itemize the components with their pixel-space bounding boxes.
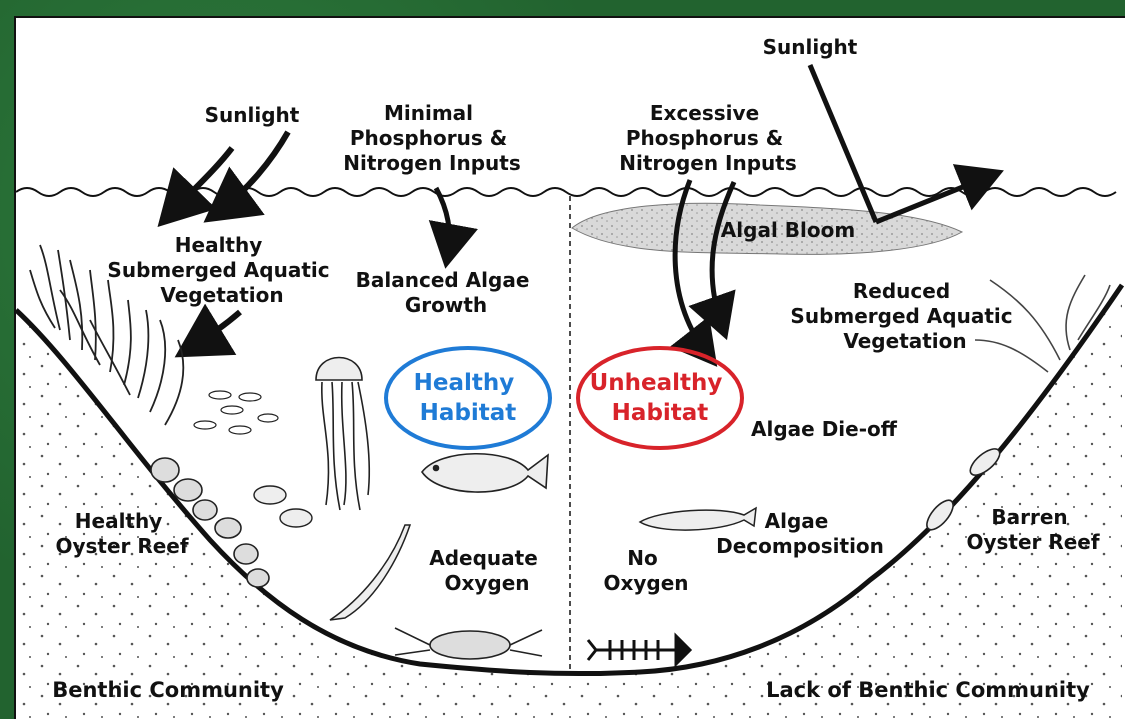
barren-oyster-line-2: Oyster Reef (966, 530, 1099, 554)
unhealthy-habitat-line-1: Unhealthy (590, 370, 723, 396)
balanced-algae-line-2: Growth (405, 293, 487, 317)
algae-decomposition-line-1: Algae (765, 509, 829, 533)
healthy-oyster-line-1: Healthy (75, 509, 163, 533)
adequate-oxygen-label: Adequate Oxygen (429, 546, 545, 595)
algal-bloom-label: Algal Bloom (721, 218, 855, 242)
balanced-algae-label: Balanced Algae Growth (356, 268, 537, 317)
barren-oyster-line-1: Barren (991, 505, 1067, 529)
excessive-inputs-line-2: Phosphorus & (626, 126, 783, 150)
nutrient-arrow-left (436, 188, 450, 254)
sunlight-arrow-right-reflect (876, 176, 990, 222)
sunlight-arrow-right-in (810, 65, 876, 222)
healthy-habitat-label: Healthy Habitat (414, 370, 523, 426)
adequate-oxygen-line-1: Adequate (429, 546, 538, 570)
reduced-sav-line-2: Submerged Aquatic (790, 304, 1012, 328)
sunlight-arrow-left-2 (218, 132, 288, 212)
crab-icon (395, 628, 542, 659)
excessive-inputs-label: Excessive Phosphorus & Nitrogen Inputs (619, 101, 797, 175)
healthy-habitat-line-1: Healthy (414, 370, 515, 396)
sunlight-label-right: Sunlight (763, 35, 858, 59)
fish-school-icon (194, 391, 278, 434)
algae-dieoff-label: Algae Die-off (751, 417, 898, 441)
healthy-fish-icon (422, 454, 548, 492)
adequate-oxygen-line-2: Oxygen (444, 571, 529, 595)
reduced-sav-label: Reduced Submerged Aquatic Vegetation (790, 279, 1019, 353)
balanced-algae-line-1: Balanced Algae (356, 268, 530, 292)
lack-of-benthic-community-label: Lack of Benthic Community (766, 678, 1090, 702)
minimal-inputs-line-1: Minimal (384, 101, 473, 125)
needlefish-icon (330, 525, 410, 620)
no-oxygen-line-2: Oxygen (603, 571, 688, 595)
sunlight-arrow-left-1 (170, 148, 232, 214)
reduced-sav-line-3: Vegetation (843, 329, 966, 353)
sav-arrow-left (190, 312, 240, 348)
unhealthy-habitat-label: Unhealthy Habitat (590, 370, 731, 426)
jellyfish-icon (316, 358, 369, 511)
fish-skeleton-icon (588, 636, 690, 664)
healthy-sav-line-1: Healthy (175, 233, 263, 257)
unhealthy-habitat-oval (578, 348, 742, 448)
healthy-oyster-label: Healthy Oyster Reef (55, 509, 188, 558)
healthy-sav-line-3: Vegetation (160, 283, 283, 307)
healthy-oyster-line-2: Oyster Reef (55, 534, 188, 558)
sunlight-label-left: Sunlight (205, 103, 300, 127)
unhealthy-habitat-line-2: Habitat (612, 400, 709, 426)
excessive-inputs-line-1: Excessive (650, 101, 759, 125)
reduced-sav-line-1: Reduced (853, 279, 950, 303)
healthy-habitat-line-2: Habitat (420, 400, 517, 426)
minimal-inputs-line-3: Nitrogen Inputs (343, 151, 521, 175)
reef-fish-icon (254, 486, 312, 527)
no-oxygen-line-1: No (627, 546, 657, 570)
minimal-inputs-label: Minimal Phosphorus & Nitrogen Inputs (343, 101, 521, 175)
healthy-habitat-oval (386, 348, 550, 448)
minimal-inputs-line-2: Phosphorus & (350, 126, 507, 150)
healthy-sav-label: Healthy Submerged Aquatic Vegetation (107, 233, 336, 307)
algae-decomposition-line-2: Decomposition (716, 534, 884, 558)
dead-fish-icon (640, 508, 756, 530)
excessive-inputs-line-3: Nitrogen Inputs (619, 151, 797, 175)
healthy-sav-line-2: Submerged Aquatic (107, 258, 329, 282)
benthic-community-label: Benthic Community (52, 678, 284, 702)
no-oxygen-label: No Oxygen (603, 546, 688, 595)
